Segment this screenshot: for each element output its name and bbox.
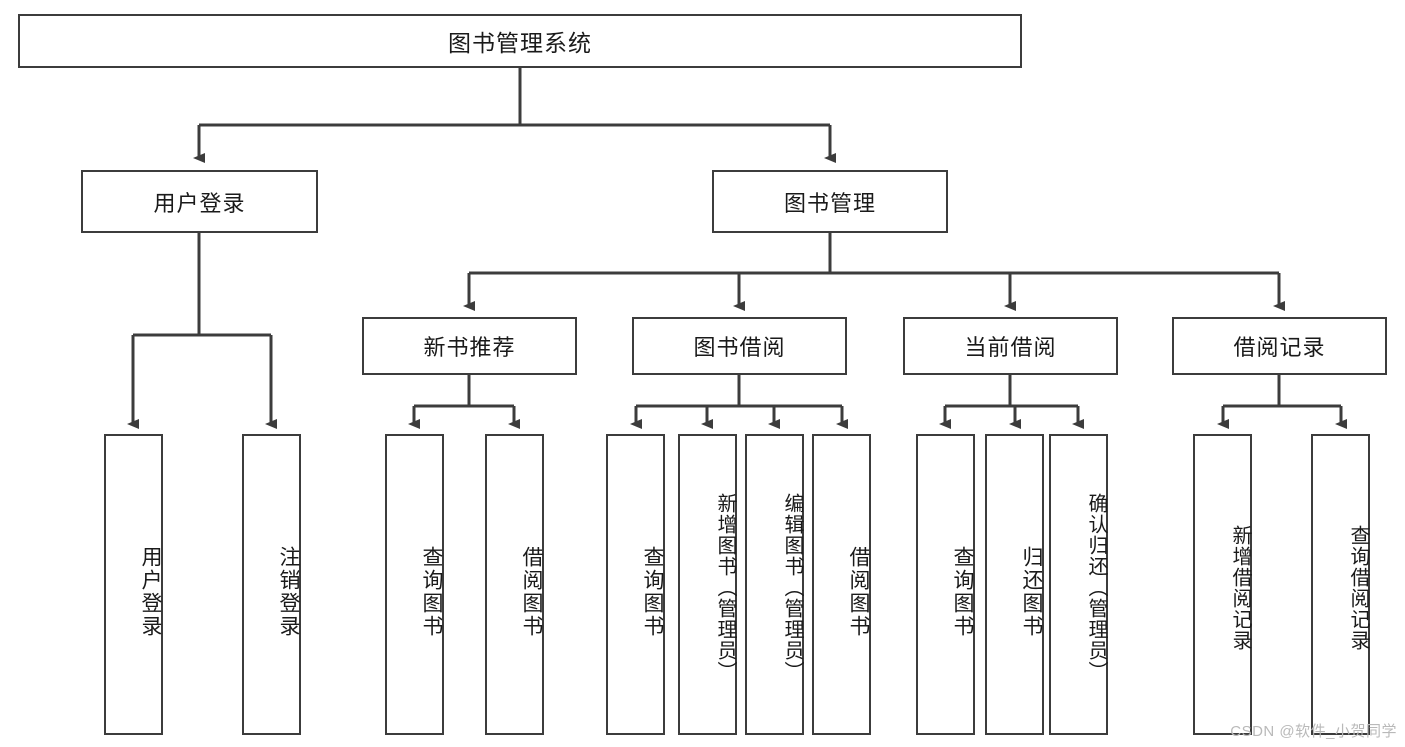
node-current-borrow[interactable]: 当前借阅: [903, 317, 1118, 375]
leaf-current-borrow-confirm-return[interactable]: 确认归还（管理员）: [1049, 434, 1108, 735]
node-new-book-recommend[interactable]: 新书推荐: [362, 317, 577, 375]
leaf-book-borrow-add[interactable]: 新增图书（管理员）: [678, 434, 737, 735]
leaf-new-book-borrow[interactable]: 借阅图书: [485, 434, 544, 735]
node-borrow-record[interactable]: 借阅记录: [1172, 317, 1387, 375]
watermark-text: CSDN @软件_小贺同学: [1230, 723, 1397, 740]
leaf-book-borrow-edit[interactable]: 编辑图书（管理员）: [745, 434, 804, 735]
node-root-system[interactable]: 图书管理系统: [18, 14, 1022, 68]
node-user-login[interactable]: 用户登录: [81, 170, 318, 233]
leaf-borrow-record-query[interactable]: 查询借阅记录: [1311, 434, 1370, 735]
leaf-current-borrow-query[interactable]: 查询图书: [916, 434, 975, 735]
leaf-book-borrow-query[interactable]: 查询图书: [606, 434, 665, 735]
node-book-management[interactable]: 图书管理: [712, 170, 948, 233]
leaf-user-login-logout[interactable]: 注销登录: [242, 434, 301, 735]
leaf-book-borrow-borrow[interactable]: 借阅图书: [812, 434, 871, 735]
node-book-borrow[interactable]: 图书借阅: [632, 317, 847, 375]
leaf-new-book-query[interactable]: 查询图书: [385, 434, 444, 735]
leaf-current-borrow-return[interactable]: 归还图书: [985, 434, 1044, 735]
leaf-borrow-record-add[interactable]: 新增借阅记录: [1193, 434, 1252, 735]
leaf-user-login-login[interactable]: 用户登录: [104, 434, 163, 735]
